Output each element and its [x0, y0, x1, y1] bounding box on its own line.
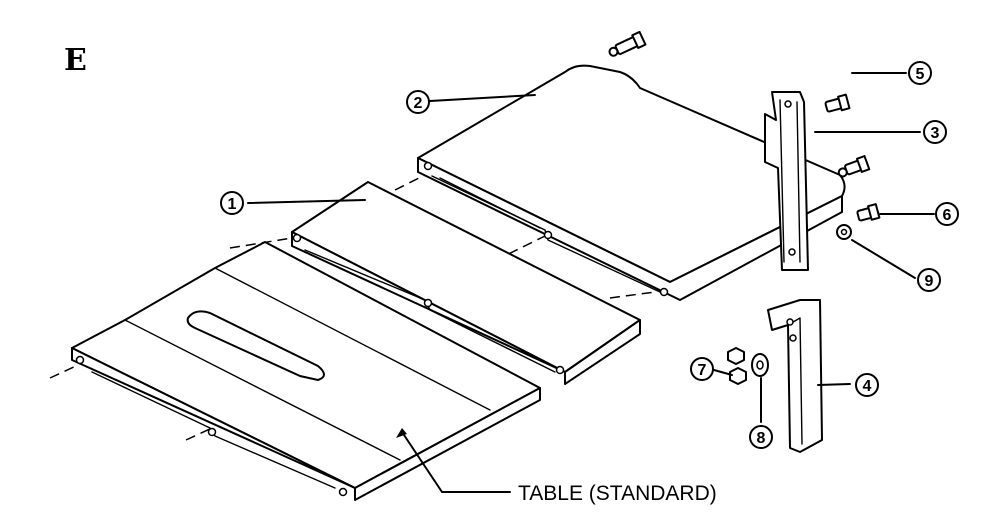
- svg-text:3: 3: [931, 125, 940, 142]
- callout-3: 3: [923, 120, 947, 144]
- hardware-bolts: [608, 30, 881, 385]
- svg-text:4: 4: [863, 378, 872, 395]
- svg-text:5: 5: [916, 66, 925, 83]
- bolt-part-5: [824, 93, 851, 113]
- leader-lines: [247, 72, 935, 493]
- callout-6: 6: [935, 202, 959, 226]
- rear-bracket-part-3: [764, 91, 809, 271]
- svg-text:7: 7: [698, 362, 707, 379]
- callout-7: 7: [690, 357, 714, 381]
- bolt-part-6: [856, 203, 881, 222]
- svg-text:6: 6: [943, 207, 952, 224]
- front-bracket-part-4: [767, 299, 823, 453]
- callout-2: 2: [406, 90, 430, 114]
- callout-4: 4: [855, 373, 879, 397]
- table-standard-label: TABLE (STANDARD): [518, 482, 717, 505]
- extension-wing-part-2: [417, 64, 846, 301]
- nut-part-7-upper: [727, 347, 745, 365]
- callout-1: 1: [220, 191, 244, 215]
- callout-5: 5: [908, 61, 932, 85]
- section-letter: E: [64, 43, 87, 78]
- svg-text:9: 9: [925, 273, 934, 290]
- svg-text:8: 8: [757, 430, 766, 447]
- svg-text:2: 2: [414, 95, 423, 112]
- svg-text:1: 1: [228, 196, 237, 213]
- bolt-mid: [837, 155, 871, 178]
- nut-part-7-lower: [729, 367, 747, 385]
- bolt-top: [608, 30, 647, 57]
- callout-9: 9: [917, 268, 941, 292]
- extension-part-1: [291, 181, 641, 385]
- callout-8: 8: [749, 425, 773, 449]
